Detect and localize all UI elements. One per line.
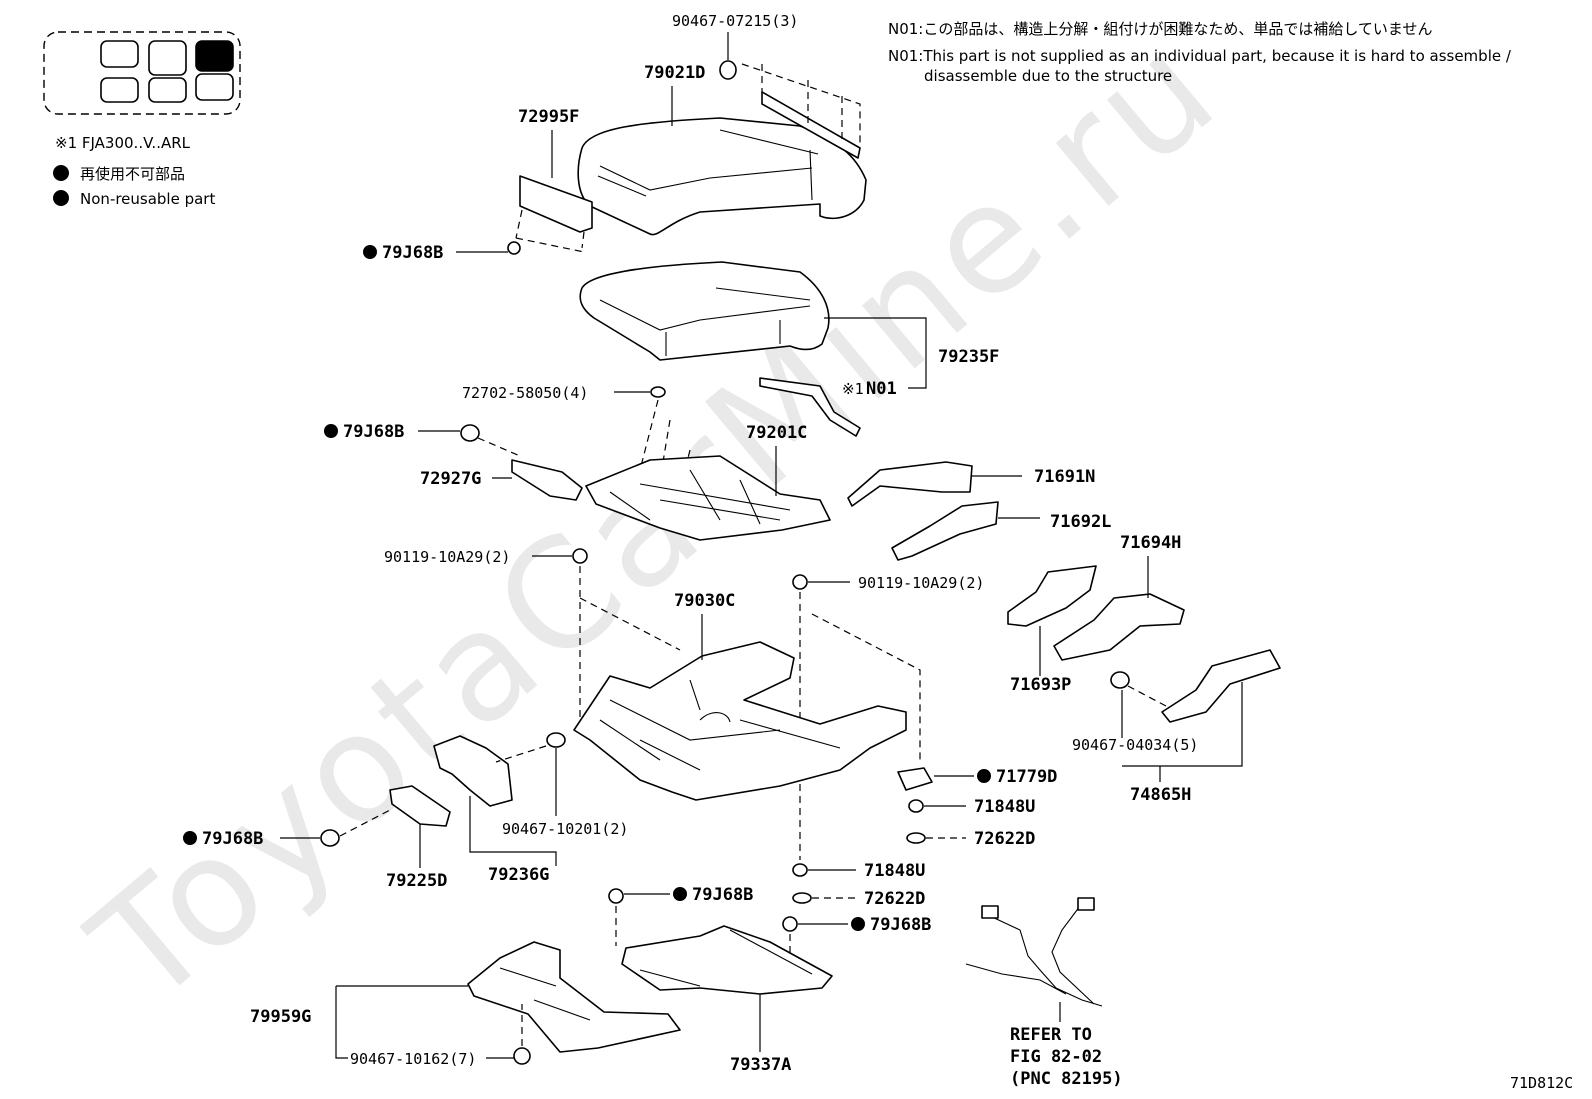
lower-cover-79959G[interactable] xyxy=(467,941,681,1053)
bracket-71779D[interactable] xyxy=(897,767,933,791)
nonreusable-dot-icon xyxy=(183,831,197,845)
label-79201C[interactable]: 79201C xyxy=(746,423,807,443)
label-79J68B-a[interactable]: 79J68B xyxy=(382,243,443,263)
clip-90467-10162[interactable] xyxy=(513,1047,531,1065)
seat-position-legend xyxy=(43,31,241,115)
shield-71691N[interactable] xyxy=(847,461,973,507)
side-trim-72995F[interactable] xyxy=(515,175,593,253)
label-74865H[interactable]: 74865H xyxy=(1130,785,1191,805)
label-90467-10201[interactable]: 90467-10201(2) xyxy=(502,820,628,838)
nonreusable-dot-icon xyxy=(324,424,338,438)
figure-code: 71D812C xyxy=(1510,1074,1573,1092)
bolt-90119-10A29-b[interactable] xyxy=(792,574,808,590)
label-79235F[interactable]: 79235F xyxy=(938,347,999,367)
label-71848U-b[interactable]: 71848U xyxy=(864,861,925,881)
clip-90467-10201[interactable] xyxy=(546,732,566,748)
occupant-sensor-N01[interactable] xyxy=(759,377,861,437)
label-90467-10162[interactable]: 90467-10162(7) xyxy=(350,1050,476,1068)
label-71691N[interactable]: 71691N xyxy=(1034,467,1095,487)
label-90119-10A29-a[interactable]: 90119-10A29(2) xyxy=(384,548,510,566)
clip-79J68B-c[interactable] xyxy=(320,829,340,847)
rear-cover-bracket xyxy=(741,63,861,159)
selected-seat-icon xyxy=(195,40,234,72)
trim-72927G[interactable] xyxy=(511,459,583,501)
washer-72622D-a[interactable] xyxy=(906,832,926,844)
cover-79236G[interactable] xyxy=(433,735,513,807)
legend-model: ※1 FJA300..V..ARL xyxy=(55,134,191,152)
washer-72622D-b[interactable] xyxy=(792,892,812,904)
cover-79225D[interactable] xyxy=(389,785,451,827)
bracket-74865H[interactable] xyxy=(1161,649,1281,723)
seat-adjuster-79030C[interactable] xyxy=(573,641,907,801)
label-71848U-a[interactable]: 71848U xyxy=(974,797,1035,817)
clip-79J68B-e[interactable] xyxy=(782,916,798,932)
refer-line2: FIG 82-02 xyxy=(1010,1047,1102,1067)
refer-line3: (PNC 82195) xyxy=(1010,1069,1123,1089)
clip-79J68B-d[interactable] xyxy=(608,888,624,904)
label-71693P[interactable]: 71693P xyxy=(1010,675,1071,695)
seat-cushion-frame-79201C[interactable] xyxy=(585,455,831,541)
label-72702-58050[interactable]: 72702-58050(4) xyxy=(462,384,588,402)
nonreusable-dot-icon xyxy=(363,245,377,259)
label-72927G[interactable]: 72927G xyxy=(420,469,481,489)
label-72622D-b[interactable]: 72622D xyxy=(864,889,925,909)
label-90119-10A29-b[interactable]: 90119-10A29(2) xyxy=(858,574,984,592)
label-N01[interactable]: N01 xyxy=(866,379,897,399)
label-79021D[interactable]: 79021D xyxy=(644,63,705,83)
clip-79J68B-a[interactable] xyxy=(507,241,521,255)
bolt-71848U-b[interactable] xyxy=(792,863,808,877)
label-72622D-a[interactable]: 72622D xyxy=(974,829,1035,849)
label-72995F[interactable]: 72995F xyxy=(518,107,579,127)
label-71779D[interactable]: 71779D xyxy=(996,767,1057,787)
clip-90467-04034[interactable] xyxy=(1110,671,1130,689)
cover-71694H[interactable] xyxy=(1053,593,1185,661)
label-90467-07215[interactable]: 90467-07215(3) xyxy=(672,12,798,30)
cover-71693P[interactable] xyxy=(1007,565,1097,627)
label-79225D[interactable]: 79225D xyxy=(386,871,447,891)
nonreusable-dot-icon xyxy=(53,190,69,206)
label-79J68B-c[interactable]: 79J68B xyxy=(202,829,263,849)
label-79236G[interactable]: 79236G xyxy=(488,865,549,885)
wire-harness-ref xyxy=(965,897,1103,1007)
nonreusable-dot-icon xyxy=(851,917,865,931)
label-79337A[interactable]: 79337A xyxy=(730,1055,791,1075)
under-cover-79337A[interactable] xyxy=(621,925,833,995)
legend-nonreusable-jp: 再使用不可部品 xyxy=(80,165,185,183)
label-79J68B-d[interactable]: 79J68B xyxy=(692,885,753,905)
legend-nonreusable-en: Non-reusable part xyxy=(80,190,215,208)
label-79J68B-b[interactable]: 79J68B xyxy=(343,422,404,442)
note-n01-en-line1: N01:This part is not supplied as an indi… xyxy=(888,47,1512,65)
note-n01-en-line2: disassemble due to the structure xyxy=(924,67,1172,85)
clip-90467-07215[interactable] xyxy=(719,32,737,80)
label-90467-04034[interactable]: 90467-04034(5) xyxy=(1072,736,1198,754)
nonreusable-dot-icon xyxy=(977,769,991,783)
shield-71692L[interactable] xyxy=(891,501,999,561)
nonreusable-dot-icon xyxy=(53,165,69,181)
note-n01-jp: N01:この部品は、構造上分解・組付けが困難なため、単品では補給していません xyxy=(888,20,1432,38)
label-79030C[interactable]: 79030C xyxy=(674,591,735,611)
label-71692L[interactable]: 71692L xyxy=(1050,512,1111,532)
seat-cushion-pad-79235F[interactable] xyxy=(579,261,830,361)
label-79959G[interactable]: 79959G xyxy=(250,1007,311,1027)
label-79J68B-e[interactable]: 79J68B xyxy=(870,915,931,935)
nonreusable-dot-icon xyxy=(673,887,687,901)
bolt-71848U-a[interactable] xyxy=(908,799,924,813)
bolt-90119-10A29-a[interactable] xyxy=(572,548,588,564)
label-n01-prefix: ※1 xyxy=(842,380,864,398)
label-71694H[interactable]: 71694H xyxy=(1120,533,1181,553)
clip-79J68B-b[interactable] xyxy=(460,424,480,442)
refer-line1: REFER TO xyxy=(1010,1025,1092,1045)
bolt-72702-58050[interactable] xyxy=(650,386,666,398)
